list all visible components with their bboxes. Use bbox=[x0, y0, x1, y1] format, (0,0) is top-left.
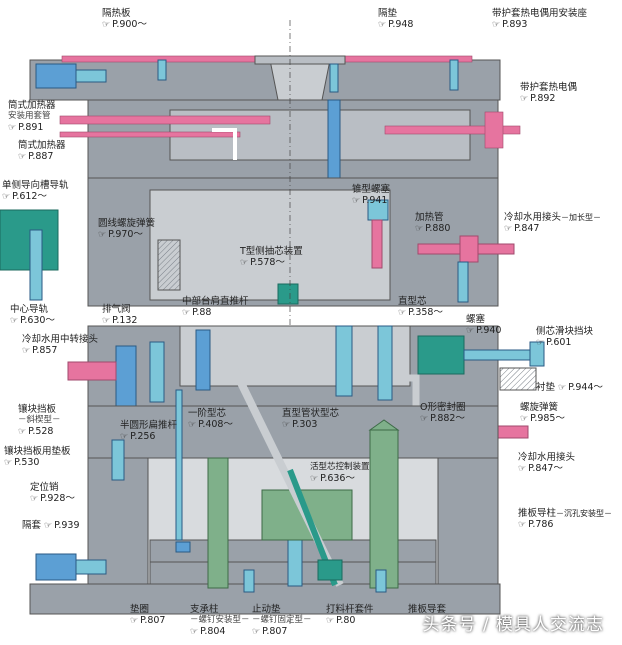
center-pin-top bbox=[457, 261, 469, 303]
watermark: 头条号 / 模具人交流志 bbox=[422, 615, 604, 635]
label-stop-pad: 止动垫 －螺钉固定型－ P.807 bbox=[252, 604, 312, 638]
washer-part bbox=[175, 541, 191, 553]
label-taper-plug: 锥型螺塞 P.941 bbox=[352, 184, 390, 207]
label-locating-pin: 定位销 P.928～ bbox=[30, 482, 75, 505]
guide-pillar-tip bbox=[368, 419, 400, 431]
top-screw-2 bbox=[329, 63, 339, 93]
label-heat-insulation-plate: 隔热板 P.900～ bbox=[102, 8, 147, 31]
label-center-guide-rail: 中心导轨 P.630～ bbox=[10, 304, 55, 327]
label-t-side-core-puller: T型侧抽芯装置 P.578～ bbox=[240, 246, 303, 269]
label-insert-block: 镶块挡板 －斜楔型－ P.528 bbox=[18, 404, 61, 438]
locate-ring bbox=[254, 55, 346, 65]
cooling-adapter-part bbox=[67, 361, 117, 381]
half-round-pin-part bbox=[175, 389, 183, 541]
side-guide-rail-block bbox=[0, 209, 59, 271]
coil-spring-part bbox=[499, 367, 537, 391]
label-shoulder-ejector-pin: 中部台肩直推杆 P.88 bbox=[182, 296, 249, 319]
sprue-bush bbox=[269, 59, 331, 101]
cartridge-heater-tube-2 bbox=[59, 131, 241, 138]
label-support-pillar: 支承柱 －螺钉安装型－ P.804 bbox=[190, 604, 250, 638]
bottom-clamp-plate bbox=[29, 583, 501, 615]
bottom-bolt-left-shaft bbox=[75, 559, 107, 575]
vent-valve-part bbox=[149, 341, 165, 403]
top-clamp-plate bbox=[29, 59, 501, 101]
heater-tube-vert bbox=[371, 219, 383, 269]
wire-spring bbox=[157, 239, 181, 291]
thermocouple-seat bbox=[484, 111, 504, 149]
support-pillar-part bbox=[207, 457, 229, 589]
label-insert-block-pad: 镶块挡板用垫板 P.530 bbox=[4, 446, 71, 469]
label-sleeve-thermocouple-seat: 带护套热电偶用安装座 P.893 bbox=[492, 8, 587, 31]
label-half-round-pin: 半圆形扁推杆 P.256 bbox=[120, 420, 177, 443]
bottom-screw-1 bbox=[243, 569, 255, 593]
label-single-side-guide-rail: 单侧导向槽导轨 P.612～ bbox=[2, 180, 69, 203]
side-slide-block bbox=[417, 335, 465, 375]
guide-pillar-part bbox=[369, 429, 399, 589]
top-screw-3 bbox=[449, 59, 459, 91]
top-screw-1 bbox=[157, 59, 167, 81]
manifold-screw bbox=[327, 99, 341, 191]
label-sleeve-thermocouple: 带护套热电偶 P.892 bbox=[520, 82, 577, 105]
guide-rail-pin bbox=[29, 229, 43, 301]
cartridge-heater-tube bbox=[59, 115, 271, 125]
label-sprue-puller-kit: 打料杆套件 P.80 bbox=[326, 604, 374, 627]
sprue-channel bbox=[212, 128, 237, 160]
label-o-ring: O形密封圈 P.882～ bbox=[420, 402, 465, 425]
core-cavity bbox=[179, 325, 411, 387]
straight-tube-core-part bbox=[335, 325, 353, 397]
label-spacer-washer: 垫圈 P.807 bbox=[130, 604, 165, 627]
bottom-screw-2 bbox=[375, 569, 387, 593]
label-spacer-sleeve: 隔套P.939 bbox=[22, 520, 80, 532]
label-cartridge-heater-sleeve: 筒式加热器 安装用套管 P.891 bbox=[8, 100, 56, 134]
step-core-part bbox=[195, 329, 211, 391]
label-cooling-connector-long: 冷却水用接头－加长型－ P.847 bbox=[504, 212, 601, 235]
label-heater-tube: 加热管 P.880 bbox=[415, 212, 450, 235]
locating-pin-part bbox=[111, 439, 125, 481]
label-coil-spring: 螺旋弹簧 P.985～ bbox=[520, 402, 565, 425]
spacer-left bbox=[87, 457, 149, 609]
label-wire-spring: 圆线螺旋弹簧 P.970～ bbox=[98, 218, 155, 241]
cavity-insert bbox=[149, 189, 391, 301]
label-ejector-guide-pillar: 推板导柱－沉孔安装型－ P.786 bbox=[518, 508, 612, 531]
cooling-long-head bbox=[459, 235, 479, 263]
bottom-bolt-left bbox=[35, 553, 77, 581]
label-insulation-pad: 隔垫 P.948 bbox=[378, 8, 413, 31]
straight-core-part bbox=[377, 325, 393, 401]
label-step-core: 一阶型芯 P.408～ bbox=[188, 408, 233, 431]
thermocouple-sleeve bbox=[384, 125, 521, 135]
label-vent-valve: 排气阀 P.132 bbox=[102, 304, 137, 327]
label-washer: 衬垫P.944～ bbox=[536, 382, 603, 394]
t-core-puller bbox=[277, 283, 299, 305]
top-bolt-left-shaft bbox=[75, 69, 107, 83]
label-slant-core-device: 活型芯控制装置 P.636～ bbox=[310, 462, 370, 485]
label-cooling-connector: 冷却水用接头 P.847～ bbox=[518, 452, 575, 475]
label-cartridge-heater: 筒式加热器 P.887 bbox=[18, 140, 66, 163]
label-side-slide-stop: 侧芯滑块挡块 P.601 bbox=[536, 326, 593, 349]
top-bolt-left bbox=[35, 63, 77, 89]
sprue-puller-part bbox=[317, 559, 343, 581]
label-cooling-adapter: 冷却水用中转接头 P.857 bbox=[22, 334, 98, 357]
label-plug-screw: 螺塞 P.940 bbox=[466, 314, 501, 337]
label-ejector-guide-bush: 推板导套 bbox=[408, 604, 447, 615]
label-straight-tube-core: 直型管状型芯 P.303 bbox=[282, 408, 339, 431]
label-straight-core: 直型芯 P.358～ bbox=[398, 296, 443, 319]
